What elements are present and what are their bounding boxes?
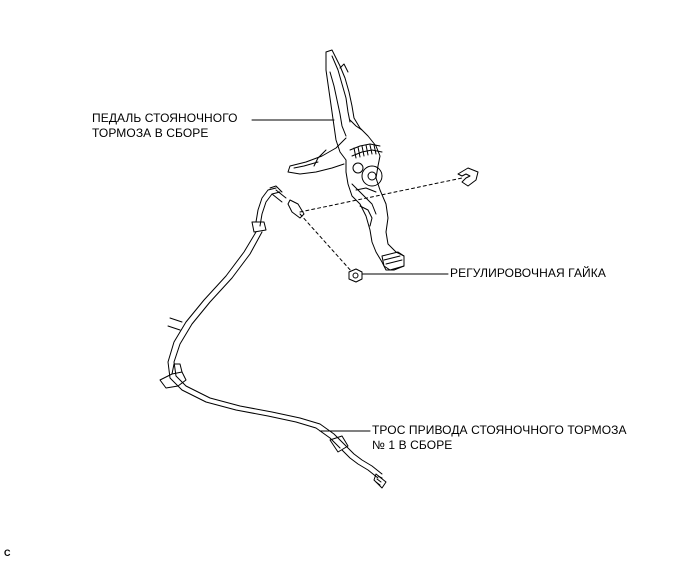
- pedal-callout-line2: ТОРМОЗА В СБОРЕ: [92, 126, 209, 140]
- cable-callout-line2: № 1 В СБОРЕ: [372, 438, 453, 452]
- cable-callout-label: ТРОС ПРИВОДА СТОЯНОЧНОГО ТОРМОЗА № 1 В С…: [372, 423, 627, 453]
- cable-callout-line1: ТРОС ПРИВОДА СТОЯНОЧНОГО ТОРМОЗА: [372, 423, 627, 437]
- retainer-clip: [457, 167, 479, 187]
- figure-code: C: [4, 548, 11, 558]
- parking-brake-cable-assembly: [159, 185, 387, 489]
- pedal-callout-label: ПЕДАЛЬ СТОЯНОЧНОГО ТОРМОЗА В СБОРЕ: [92, 111, 238, 141]
- nut-callout-label: РЕГУЛИРОВОЧНАЯ ГАЙКА: [450, 266, 606, 280]
- assembly-guide-lines: [299, 177, 463, 273]
- parking-brake-pedal-assembly: [287, 49, 405, 271]
- pedal-callout-line1: ПЕДАЛЬ СТОЯНОЧНОГО: [92, 111, 238, 125]
- adjusting-nut: [348, 268, 363, 283]
